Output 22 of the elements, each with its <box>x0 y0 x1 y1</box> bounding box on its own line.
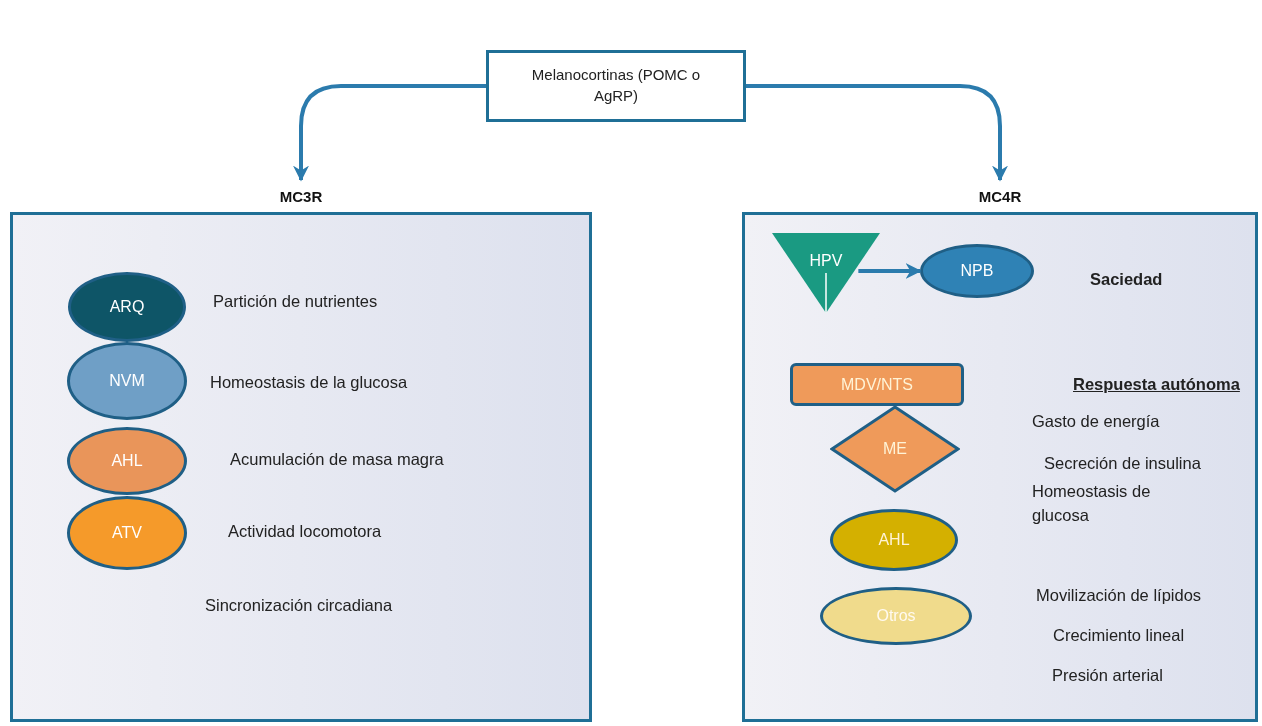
function-label: Crecimiento lineal <box>1053 625 1185 646</box>
function-label: Actividad locomotora <box>228 521 382 542</box>
source-box: Melanocortinas (POMC o AgRP) <box>486 50 746 122</box>
function-label: Secreción de insulina <box>1044 453 1201 474</box>
label-heading: Respuesta autónoma <box>1073 374 1240 395</box>
function-label: Homeostasis de glucosa <box>1032 481 1152 526</box>
region-triangle: HPV <box>772 233 880 313</box>
receptor-heading: MC4R <box>977 187 1023 207</box>
function-label: Partición de nutrientes <box>213 291 378 312</box>
function-label: Acumulación de masa magra <box>230 449 444 470</box>
arrow <box>858 263 922 279</box>
function-label: Gasto de energía <box>1032 411 1160 432</box>
arrow <box>746 84 1008 182</box>
function-label: Movilización de lípidos <box>1036 585 1202 606</box>
region-diamond: ME <box>830 405 960 493</box>
function-label: Presión arterial <box>1052 665 1163 686</box>
receptor-heading: MC3R <box>278 187 324 207</box>
region-box: MDV/NTS <box>790 363 964 406</box>
label-heading: Saciedad <box>1090 269 1163 290</box>
function-label: Sincronización circadiana <box>205 595 393 616</box>
function-label: Homeostasis de la glucosa <box>210 372 408 393</box>
arrow <box>293 84 486 182</box>
